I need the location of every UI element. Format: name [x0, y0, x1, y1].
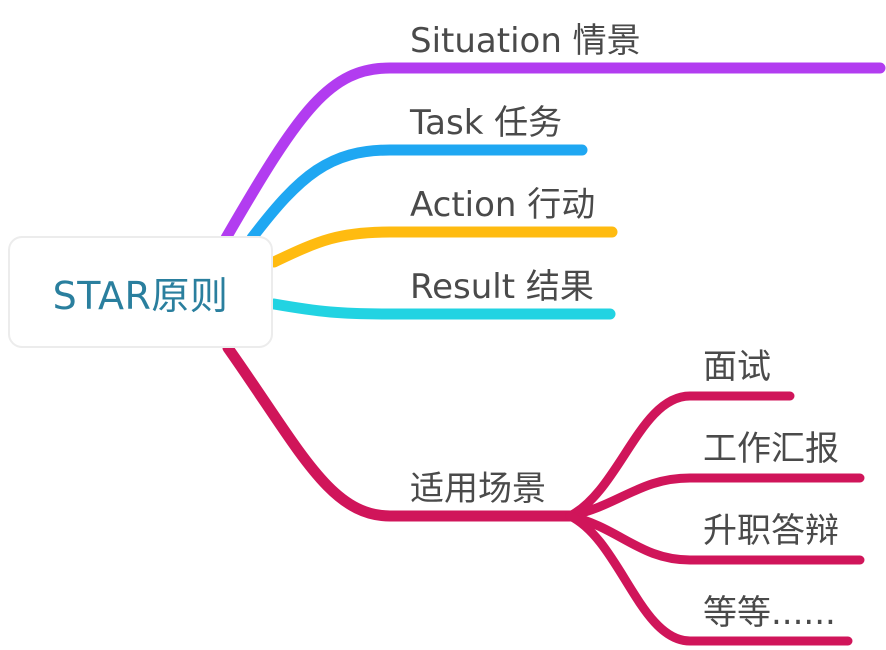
root-node-label: STAR原则 — [52, 273, 229, 318]
branch-line-result — [268, 298, 616, 320]
branch-line-situation — [220, 62, 886, 244]
branch-label-result[interactable]: Result 结果 — [410, 267, 594, 307]
branch-label-scenarios[interactable]: 适用场景 — [410, 469, 546, 509]
child-label-promotion[interactable]: 升职答辩 — [703, 511, 839, 551]
child-line-report — [565, 473, 865, 521]
child-line-etc — [565, 511, 853, 646]
child-line-promotion — [565, 511, 865, 565]
branch-label-action[interactable]: Action 行动 — [410, 185, 596, 225]
branch-line-task — [246, 144, 588, 244]
root-node[interactable]: STAR原则 — [8, 236, 273, 348]
child-label-report[interactable]: 工作汇报 — [703, 429, 839, 469]
branch-label-task[interactable]: Task 任务 — [410, 103, 563, 143]
child-label-etc[interactable]: 等等...... — [703, 593, 836, 633]
child-label-interview[interactable]: 面试 — [703, 347, 771, 387]
branch-line-scenarios — [222, 342, 576, 522]
branch-label-situation[interactable]: Situation 情景 — [410, 21, 641, 61]
child-line-interview — [565, 391, 795, 521]
branch-line-action — [268, 226, 618, 268]
